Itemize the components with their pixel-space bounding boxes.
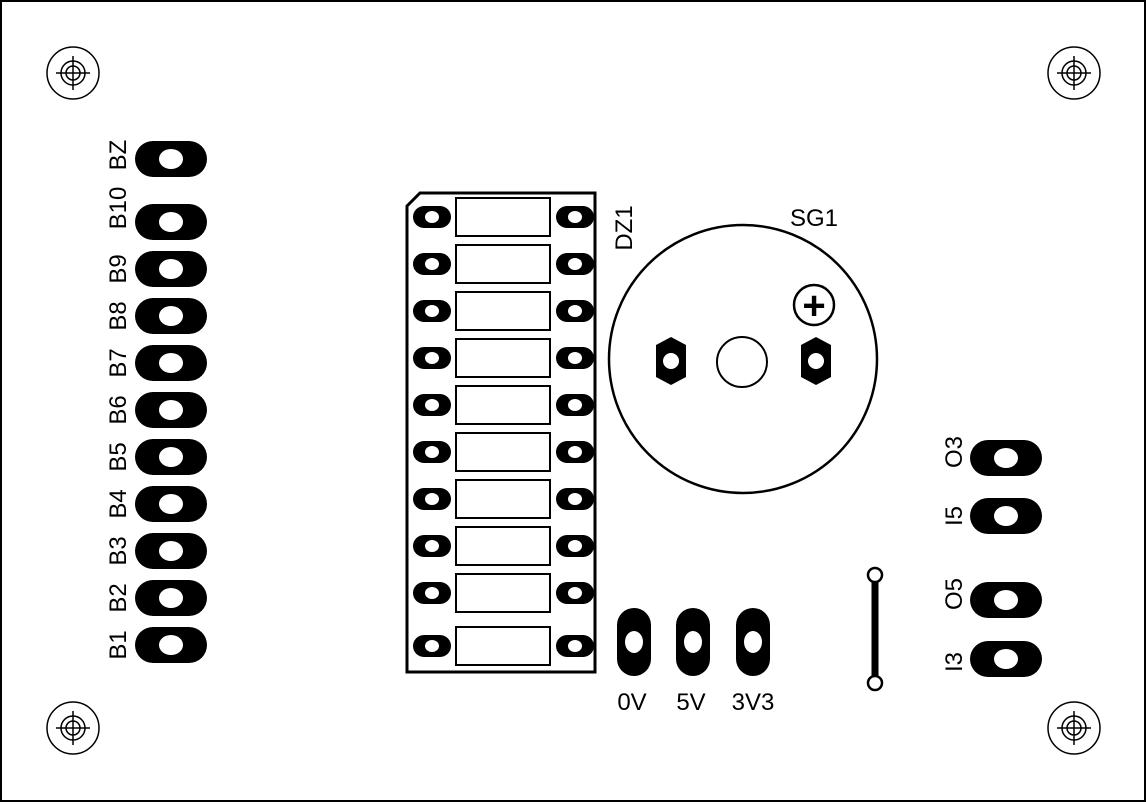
- label-o3: O3: [941, 436, 968, 468]
- resistor-row: [413, 197, 594, 237]
- mounting-hole-bottom-right: [1047, 701, 1101, 755]
- resistor-array-dz1: DZ1: [405, 191, 638, 674]
- header-pad-b5: [135, 439, 207, 475]
- mounting-hole-bottom-left: [46, 701, 100, 755]
- resistor-row: [413, 479, 594, 519]
- label-b6: B6: [105, 395, 132, 424]
- label-i3: I3: [941, 652, 968, 672]
- label-b4: B4: [105, 489, 132, 518]
- header-pad-b10: [135, 204, 207, 240]
- label-b10: B10: [105, 187, 132, 230]
- pad-i3: [970, 641, 1042, 677]
- label-dz1: DZ1: [611, 205, 638, 250]
- jumper-wire: [866, 566, 884, 692]
- resistor-row: [413, 432, 594, 472]
- buzzer-center-hole: [716, 336, 768, 388]
- crosshair-circle-icon: [1047, 46, 1101, 100]
- left-header-labels: B1 B2 B3 B4 B5 B6 B7 B8 B9 B10 BZ: [105, 140, 132, 660]
- buzzer-sg1: + SG1: [607, 205, 879, 495]
- label-b5: B5: [105, 442, 132, 471]
- header-pad-b6: [135, 392, 207, 428]
- label-b8: B8: [105, 301, 132, 330]
- resistor-array-outline: [405, 191, 597, 674]
- mounting-hole-top-right: [1047, 46, 1101, 100]
- resistor-row: [413, 338, 594, 378]
- pad-o5: [970, 582, 1042, 618]
- label-b2: B2: [105, 583, 132, 612]
- pad-o3: [970, 440, 1042, 476]
- label-i5: I5: [941, 506, 968, 526]
- power-pad-3v3: [736, 608, 770, 676]
- header-pad-b4: [135, 486, 207, 522]
- header-pad-bz: [135, 141, 207, 177]
- power-pad-0v: [617, 608, 651, 676]
- resistor-row: [413, 573, 594, 613]
- label-o5: O5: [941, 578, 968, 610]
- label-0v: 0V: [617, 689, 646, 716]
- label-b3: B3: [105, 536, 132, 565]
- pad-i5: [970, 498, 1042, 534]
- resistor-row: [413, 526, 594, 566]
- label-5v: 5V: [676, 689, 705, 716]
- header-pad-b9: [135, 251, 207, 287]
- resistor-row: [413, 626, 594, 666]
- left-header: [135, 141, 207, 663]
- header-pad-b1: [135, 627, 207, 663]
- power-pad-5v: [676, 608, 710, 676]
- header-pad-b3: [135, 533, 207, 569]
- crosshair-circle-icon: [46, 701, 100, 755]
- power-pads: 0V 5V 3V3: [617, 608, 774, 716]
- label-b9: B9: [105, 254, 132, 283]
- buzzer-outline: [607, 223, 879, 495]
- header-pad-b8: [135, 298, 207, 334]
- right-pads: O3 I5 O5 I3: [941, 436, 1042, 677]
- resistor-row: [413, 244, 594, 284]
- crosshair-circle-icon: [46, 46, 100, 100]
- label-sg1: SG1: [790, 205, 838, 232]
- header-pad-b2: [135, 580, 207, 616]
- label-bz: BZ: [105, 140, 132, 171]
- resistor-row: [413, 385, 594, 425]
- mounting-hole-top-left: [46, 46, 100, 100]
- plus-icon: [792, 283, 836, 327]
- buzzer-polarity: +: [802, 284, 825, 328]
- resistor-row: [413, 291, 594, 331]
- label-b7: B7: [105, 348, 132, 377]
- crosshair-circle-icon: [1047, 701, 1101, 755]
- header-pad-b7: [135, 345, 207, 381]
- label-3v3: 3V3: [732, 689, 775, 716]
- label-b1: B1: [105, 630, 132, 659]
